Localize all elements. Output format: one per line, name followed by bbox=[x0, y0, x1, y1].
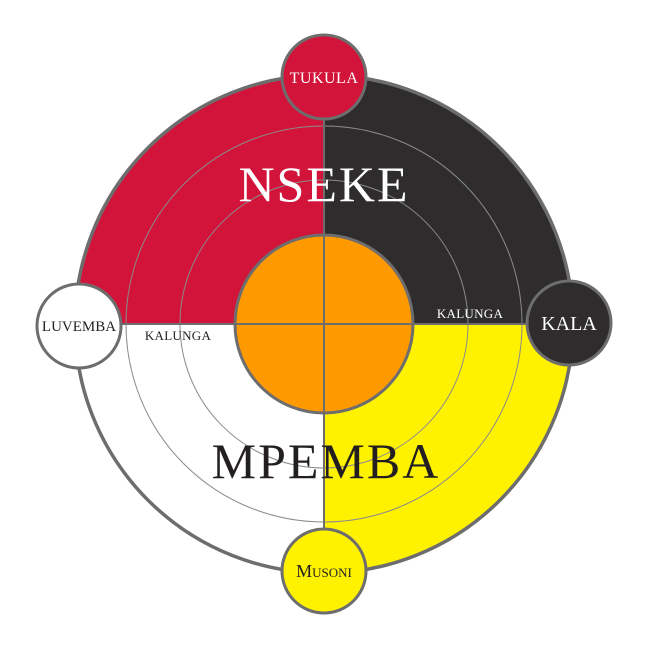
station-left-label: LUVEMBA bbox=[42, 319, 116, 335]
station-top-circle bbox=[280, 33, 368, 121]
station-left-circle bbox=[35, 282, 123, 370]
kalunga-label-left: KALUNGA bbox=[145, 328, 212, 343]
station-right-circle bbox=[525, 279, 613, 367]
station-right-label: KALA bbox=[541, 313, 597, 335]
station-bottom-label: Musoni bbox=[296, 561, 352, 581]
lower-world-title: MPEMBA bbox=[212, 433, 441, 489]
station-bottom-circle bbox=[280, 527, 368, 615]
upper-world-title: NSEKE bbox=[238, 156, 409, 212]
kalunga-label-right: KALUNGA bbox=[437, 306, 504, 321]
station-top-label: TUKULA bbox=[290, 70, 359, 87]
